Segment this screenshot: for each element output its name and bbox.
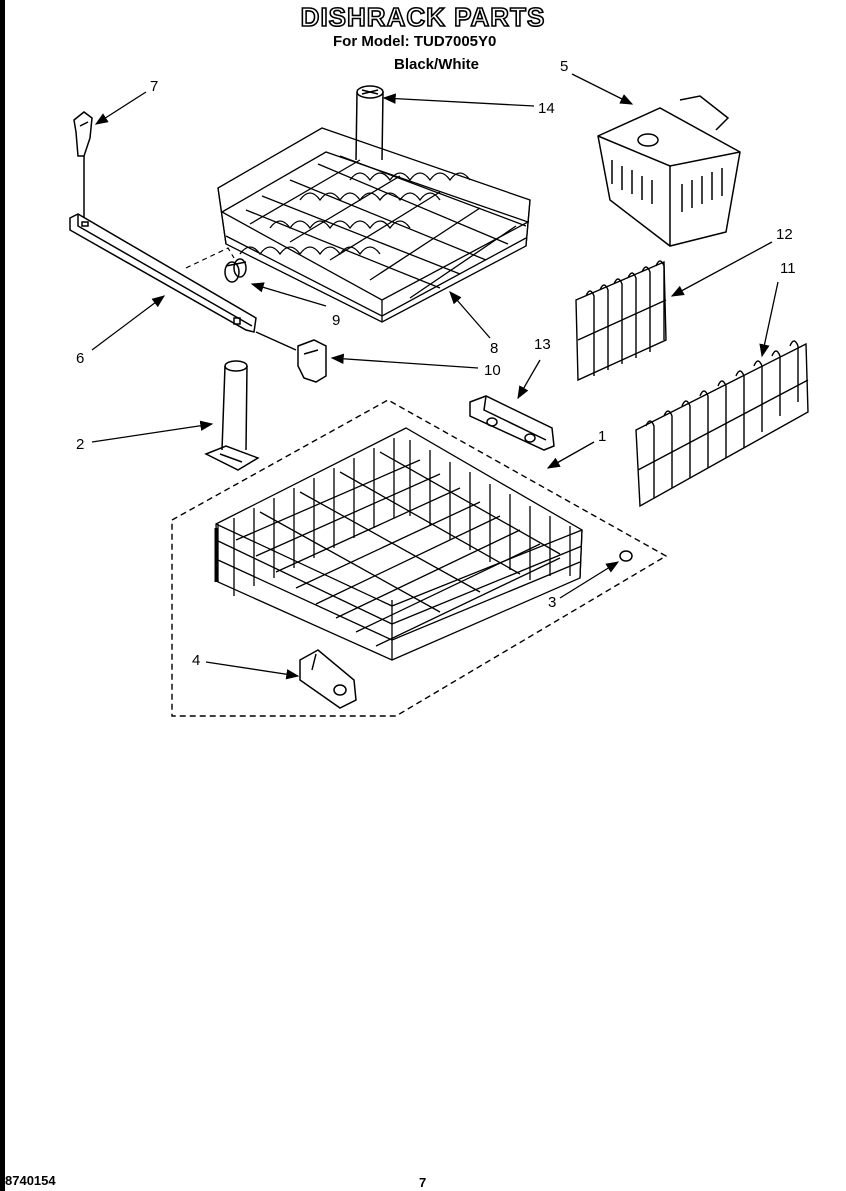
callout-8: 8 — [490, 340, 499, 357]
part-13-bracket — [469, 395, 555, 451]
leader-2 — [91, 420, 214, 443]
footer-page-number: 7 — [419, 1175, 427, 1190]
callout-7: 7 — [150, 78, 159, 95]
callout-1: 1 — [598, 428, 607, 445]
callout-5: 5 — [560, 58, 569, 75]
part-7-clip — [73, 111, 93, 218]
footer-part-code: 8740154 — [5, 1173, 56, 1188]
callout-10: 10 — [484, 362, 501, 379]
leader-12 — [670, 241, 773, 297]
callout-13: 13 — [534, 336, 551, 353]
leader-10 — [330, 353, 479, 369]
left-margin-rule — [0, 0, 5, 1191]
part-2-tower — [204, 360, 260, 471]
part-8-upper-rack — [217, 127, 531, 323]
part-14-tower — [355, 85, 384, 161]
part-10-bracket — [255, 331, 327, 383]
part-6-rail — [69, 213, 257, 333]
part-5-basket — [597, 95, 741, 247]
callout-4: 4 — [192, 652, 201, 669]
callout-14: 14 — [538, 100, 555, 117]
part-1-dashed-outline — [171, 399, 668, 717]
part-3-wheel — [619, 550, 633, 562]
part-6-dashed-link — [185, 247, 235, 269]
callout-6: 6 — [76, 350, 85, 367]
leader-3 — [559, 561, 620, 599]
leader-7 — [94, 91, 147, 125]
callout-12: 12 — [776, 226, 793, 243]
callout-9: 9 — [332, 312, 341, 329]
leader-9 — [250, 282, 327, 307]
color-variant-label: Black/White — [394, 56, 480, 73]
page-title: DISHRACK PARTS — [300, 1, 546, 33]
part-9-wheel — [224, 258, 247, 283]
leader-6 — [91, 295, 166, 351]
model-subtitle: For Model: TUD7005Y0 — [333, 33, 497, 50]
leader-13 — [517, 359, 541, 400]
leader-1 — [546, 441, 595, 469]
leader-4 — [205, 661, 300, 680]
callout-11: 11 — [780, 260, 796, 277]
leader-11 — [759, 281, 779, 358]
callout-3: 3 — [548, 594, 557, 611]
leader-lines — [91, 73, 779, 680]
part-4-clip — [299, 649, 357, 709]
leader-14 — [382, 93, 535, 107]
part-1-lower-rack — [214, 427, 583, 661]
callout-2: 2 — [76, 436, 85, 453]
part-12-tine-row — [575, 260, 667, 382]
leader-8 — [449, 291, 491, 339]
part-11-tine-row — [635, 340, 809, 508]
leader-5 — [571, 73, 634, 105]
